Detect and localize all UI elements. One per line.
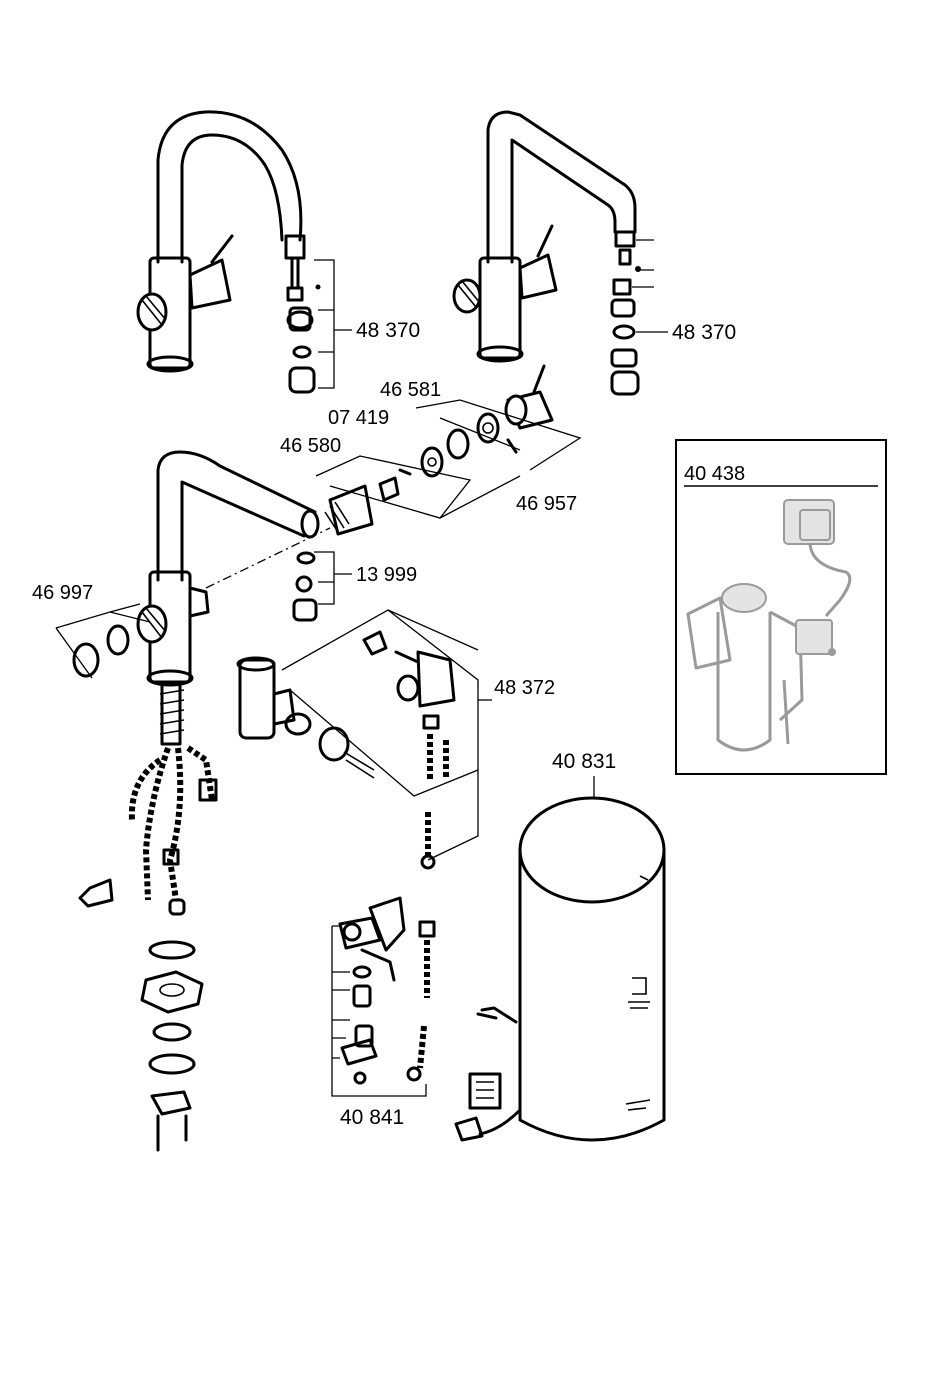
- label-connection-set: 40 841: [340, 1106, 404, 1129]
- label-boiler: 40 831: [552, 750, 616, 773]
- label-valve-set: 48 372: [494, 677, 555, 699]
- label-lever-kit: 46 957: [516, 493, 577, 515]
- connection-set-parts: [332, 898, 434, 1096]
- valve-set-parts: [238, 632, 454, 868]
- spout-aerator-kit: [294, 552, 352, 620]
- knob-parts: [56, 604, 150, 678]
- inset-label: 40 438: [684, 463, 745, 485]
- label-aerator-right: 48 370: [672, 321, 736, 344]
- faucet-angular-spout: [454, 112, 635, 361]
- aerator-stack-left: [288, 260, 334, 392]
- label-knob-kit: 46 997: [32, 582, 93, 604]
- aerator-stack-right: [612, 232, 668, 394]
- label-ring: 07 419: [328, 407, 389, 429]
- inset-filter-panel: 40 438: [676, 440, 886, 774]
- faucet-curved-spout: [138, 112, 304, 371]
- label-spout-kit: 13 999: [356, 564, 417, 586]
- label-handle-set: 46 581: [380, 379, 441, 401]
- mounting-kit: [142, 942, 202, 1150]
- label-aerator-left: 48 370: [356, 319, 420, 342]
- boiler-tank: [456, 798, 664, 1140]
- supply-hoses: [80, 748, 216, 914]
- label-cartridge: 46 580: [280, 435, 341, 457]
